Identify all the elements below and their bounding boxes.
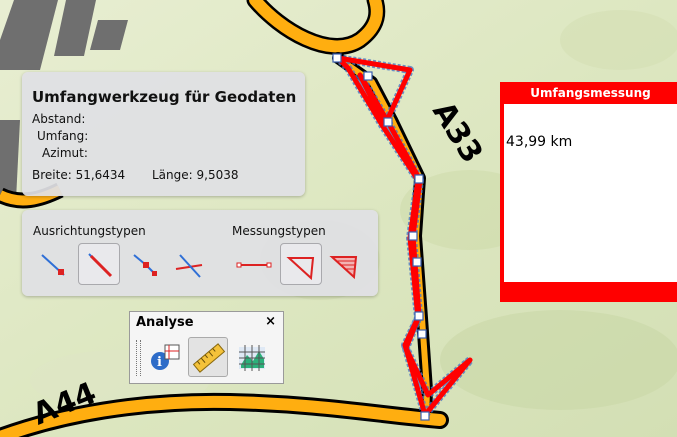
longitude-readout: Länge: 9,5038 <box>152 168 239 182</box>
azimuth-label: Azimut: <box>42 146 88 160</box>
alignment-types-label: Ausrichtungstypen <box>33 224 146 238</box>
align-crossing-icon <box>175 254 203 278</box>
vertex-handle[interactable] <box>332 53 342 63</box>
vertex-handle[interactable] <box>417 329 427 339</box>
vertex-handle[interactable] <box>412 257 422 267</box>
geodata-info-panel: Umfangwerkzeug für Geodaten Abstand: Umf… <box>22 72 305 196</box>
result-panel-title: Umfangsmessung <box>504 82 677 104</box>
alignment-tool-3[interactable] <box>124 243 166 285</box>
align-segmented-icon <box>133 254 157 276</box>
ruler-tool-button[interactable] <box>188 337 228 377</box>
analyse-toolbar-title: Analyse <box>136 315 194 330</box>
analyse-toolbar[interactable]: Analyse × i <box>129 311 284 384</box>
measure-triangle-icon <box>286 257 315 281</box>
measure-line-icon <box>236 262 272 268</box>
measurement-types-label: Messungstypen <box>232 224 326 238</box>
map-town-lettering <box>0 0 128 200</box>
perimeter-label: Umfang: <box>37 129 89 143</box>
result-panel-footer <box>504 282 677 298</box>
alignment-tool-1[interactable] <box>32 243 74 285</box>
vertex-handle[interactable] <box>414 311 424 321</box>
toolbar-grip-handle[interactable] <box>136 340 141 376</box>
vertex-handle[interactable] <box>420 411 430 421</box>
align-diagonal-icon <box>41 254 65 276</box>
align-diagonal-bold-icon <box>88 253 113 278</box>
road-bottom <box>0 392 449 437</box>
measure-area-icon <box>329 256 358 280</box>
close-icon[interactable]: × <box>265 314 276 329</box>
identify-info-icon: i <box>151 344 180 370</box>
identify-tool-button[interactable]: i <box>145 337 185 377</box>
measurement-vertices[interactable] <box>332 53 430 421</box>
road-top <box>246 0 386 55</box>
alignment-tool-4[interactable] <box>168 243 210 285</box>
perimeter-result-panel: Umfangsmessung 43,99 km <box>500 82 677 302</box>
latitude-readout: Breite: 51,6434 <box>32 168 126 182</box>
perimeter-value: 43,99 km <box>506 134 573 150</box>
grid-tool-button[interactable] <box>231 337 271 377</box>
vertex-handle[interactable] <box>363 71 373 81</box>
measurement-tool-1[interactable] <box>234 243 276 285</box>
distance-label: Abstand: <box>32 112 86 126</box>
grid-map-icon <box>239 345 265 371</box>
measurement-tool-3[interactable] <box>324 243 366 285</box>
measurement-tool-2[interactable] <box>280 243 322 285</box>
alignment-tool-2[interactable] <box>78 243 120 285</box>
vertex-handle[interactable] <box>383 117 393 127</box>
vertex-handle[interactable] <box>414 174 424 184</box>
vertex-handle[interactable] <box>408 231 418 241</box>
info-panel-title: Umfangwerkzeug für Geodaten <box>32 88 297 106</box>
ruler-icon <box>192 343 226 373</box>
svg-text:i: i <box>157 355 162 370</box>
measurement-tools-panel: Ausrichtungstypen Messungstypen <box>22 210 378 296</box>
